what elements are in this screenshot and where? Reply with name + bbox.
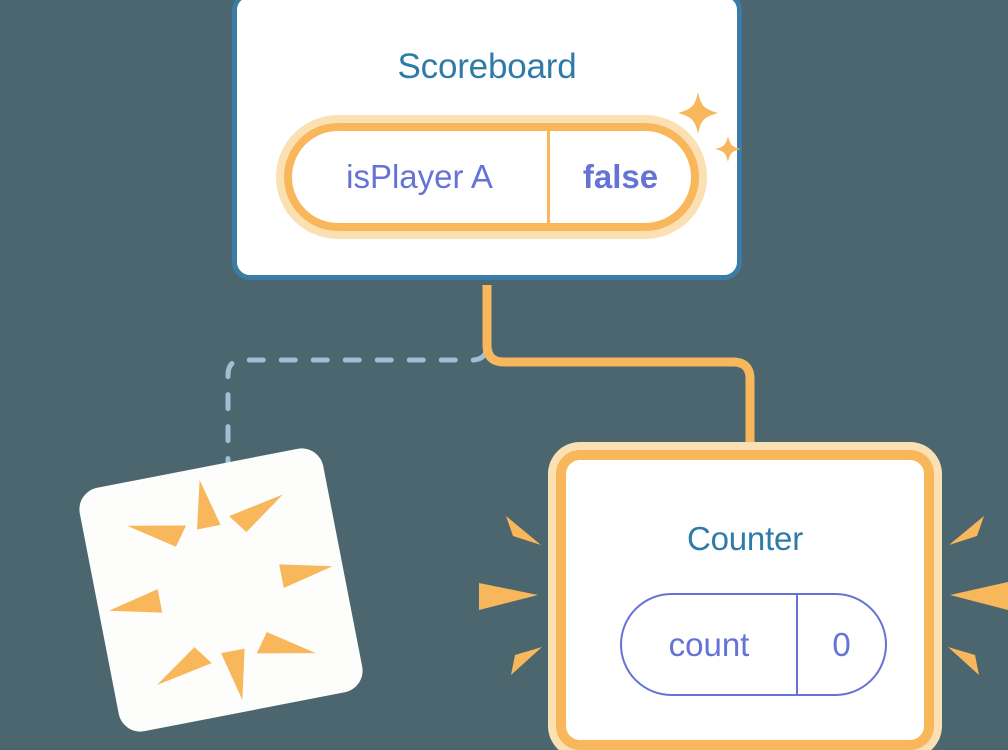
- burst-rays-right: [948, 516, 1008, 675]
- blank-card[interactable]: [75, 444, 367, 736]
- scoreboard-card-title: Scoreboard: [397, 47, 577, 86]
- counter-card-title: Counter: [686, 520, 803, 557]
- counter-card[interactable]: Counter count 0: [556, 450, 934, 750]
- connector-scoreboard-to-counter: [482, 285, 755, 462]
- counter-state-pill[interactable]: count 0: [620, 593, 887, 696]
- burst-ray-icon: [948, 647, 979, 675]
- burst-ray-icon: [229, 494, 283, 533]
- burst-ray-icon: [127, 525, 187, 547]
- counter-state-key: count: [622, 595, 798, 694]
- burst-ray-icon: [949, 516, 984, 545]
- scoreboard-state-value: false: [582, 158, 659, 195]
- burst-ray-icon: [950, 582, 1008, 610]
- burst-ray-icon: [479, 583, 538, 610]
- counter-state-value: 0: [832, 625, 851, 663]
- burst-ray-icon: [221, 648, 245, 700]
- burst-ray-icon: [197, 480, 221, 530]
- sparkle-small-icon: [715, 136, 741, 162]
- burst-ray-icon: [108, 589, 163, 613]
- burst-ray-icon: [156, 647, 212, 685]
- connector-scoreboard-to-blank-card: [225, 287, 490, 473]
- blank-card-burst-icon: [108, 480, 333, 700]
- burst-ray-icon: [506, 516, 541, 545]
- burst-ray-icon: [256, 632, 316, 654]
- burst-ray-icon: [511, 647, 542, 675]
- burst-rays-left: [479, 516, 542, 675]
- sparkle-group: [678, 92, 741, 162]
- scoreboard-card[interactable]: Scoreboard isPlayer A false: [232, 0, 742, 280]
- burst-ray-icon: [279, 564, 333, 588]
- scoreboard-state-pill[interactable]: isPlayer A false: [284, 123, 699, 231]
- sparkle-large-icon: [678, 92, 718, 134]
- scoreboard-state-key: isPlayer A: [292, 131, 550, 223]
